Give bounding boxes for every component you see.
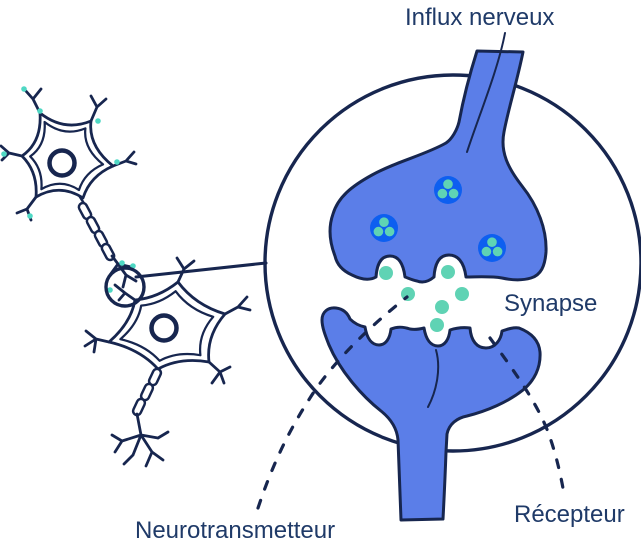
callout-line [134,261,268,279]
neurotransmitter-dot [430,318,444,332]
neurotransmitter-dot [435,300,449,314]
synaptic-vesicle [434,176,462,204]
magnifier-small-circle [104,266,146,308]
neuron-2-dendrites [83,256,252,385]
neuron-1-nucleus [47,148,77,178]
neurotransmitter-dot [379,266,393,280]
neurotransmitter-dots [379,265,469,332]
label-recepteur: Récepteur [514,501,625,528]
label-synapse: Synapse [504,290,597,317]
neurotransmitter-pointer-dashed-line [256,295,409,510]
neuron-1-myelin-sheath [77,201,116,262]
neuron-1 [0,87,138,289]
label-neurotransmetteur: Neurotransmetteur [135,517,335,544]
synaptic-vesicles [370,176,506,262]
neuron-2-myelin-sheath [131,367,163,417]
synaptic-vesicle [478,234,506,262]
postsynaptic-fold-line [427,349,440,408]
neuron-2-axon-terminal [110,412,170,468]
neurotransmitter-dot [441,265,455,279]
neuron-2-nucleus [149,313,179,343]
neuron-2 [83,256,252,468]
dendrite-tip-dots [1,86,136,293]
neurotransmitter-dot [401,287,415,301]
nerve-impulse-line [466,32,506,153]
synaptic-vesicle [370,214,398,242]
neurotransmitter-dot [455,287,469,301]
postsynaptic-terminal [320,306,542,522]
label-influx-nerveux: Influx nerveux [405,4,554,31]
